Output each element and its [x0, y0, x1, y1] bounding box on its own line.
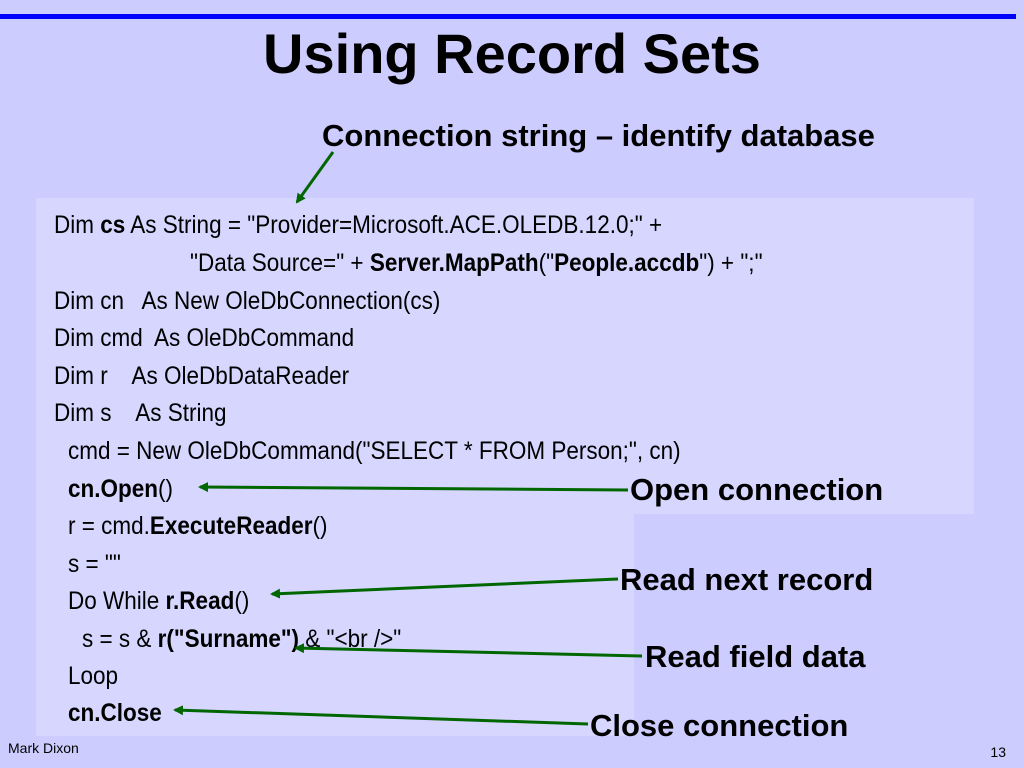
footer-page-number: 13	[990, 744, 1006, 760]
code-line-14: cn.Close	[68, 699, 162, 727]
code-line-8: cn.Open()	[68, 475, 174, 503]
code-panel-lower	[36, 514, 634, 736]
code-line-3: Dim cn As New OleDbConnection(cs)	[54, 287, 441, 315]
note-read-next-record: Read next record	[620, 562, 874, 597]
code-line-9: r = cmd.ExecuteReader()	[68, 512, 328, 540]
code-line-7: cmd = New OleDbCommand("SELECT * FROM Pe…	[68, 437, 681, 465]
arrow-read-field-data	[294, 643, 643, 658]
code-line-2: "Data Source=" + Server.MapPath("People.…	[190, 249, 763, 277]
code-line-10: s = ""	[68, 550, 121, 578]
note-open-connection: Open connection	[630, 472, 884, 507]
arrow-open-connection	[198, 482, 629, 493]
slide-title: Using Record Sets	[263, 22, 761, 85]
code-panel-upper	[36, 198, 974, 514]
code-line-4: Dim cmd As OleDbCommand	[54, 324, 355, 352]
top-rule	[0, 14, 1016, 19]
note-connection-string: Connection string – identify database	[322, 118, 875, 153]
arrow-close-connection	[173, 705, 589, 726]
note-read-field-data: Read field data	[645, 639, 866, 674]
footer-author: Mark Dixon	[8, 740, 79, 756]
code-line-6: Dim s As String	[54, 399, 227, 427]
code-line-1: Dim cs As String = "Provider=Microsoft.A…	[54, 211, 663, 239]
code-line-13: Loop	[68, 662, 119, 690]
arrow-read-next-record	[270, 577, 619, 599]
code-line-11: Do While r.Read()	[68, 587, 250, 615]
arrow-connection-string	[295, 151, 335, 204]
code-line-5: Dim r As OleDbDataReader	[54, 362, 350, 390]
note-close-connection: Close connection	[590, 708, 849, 743]
